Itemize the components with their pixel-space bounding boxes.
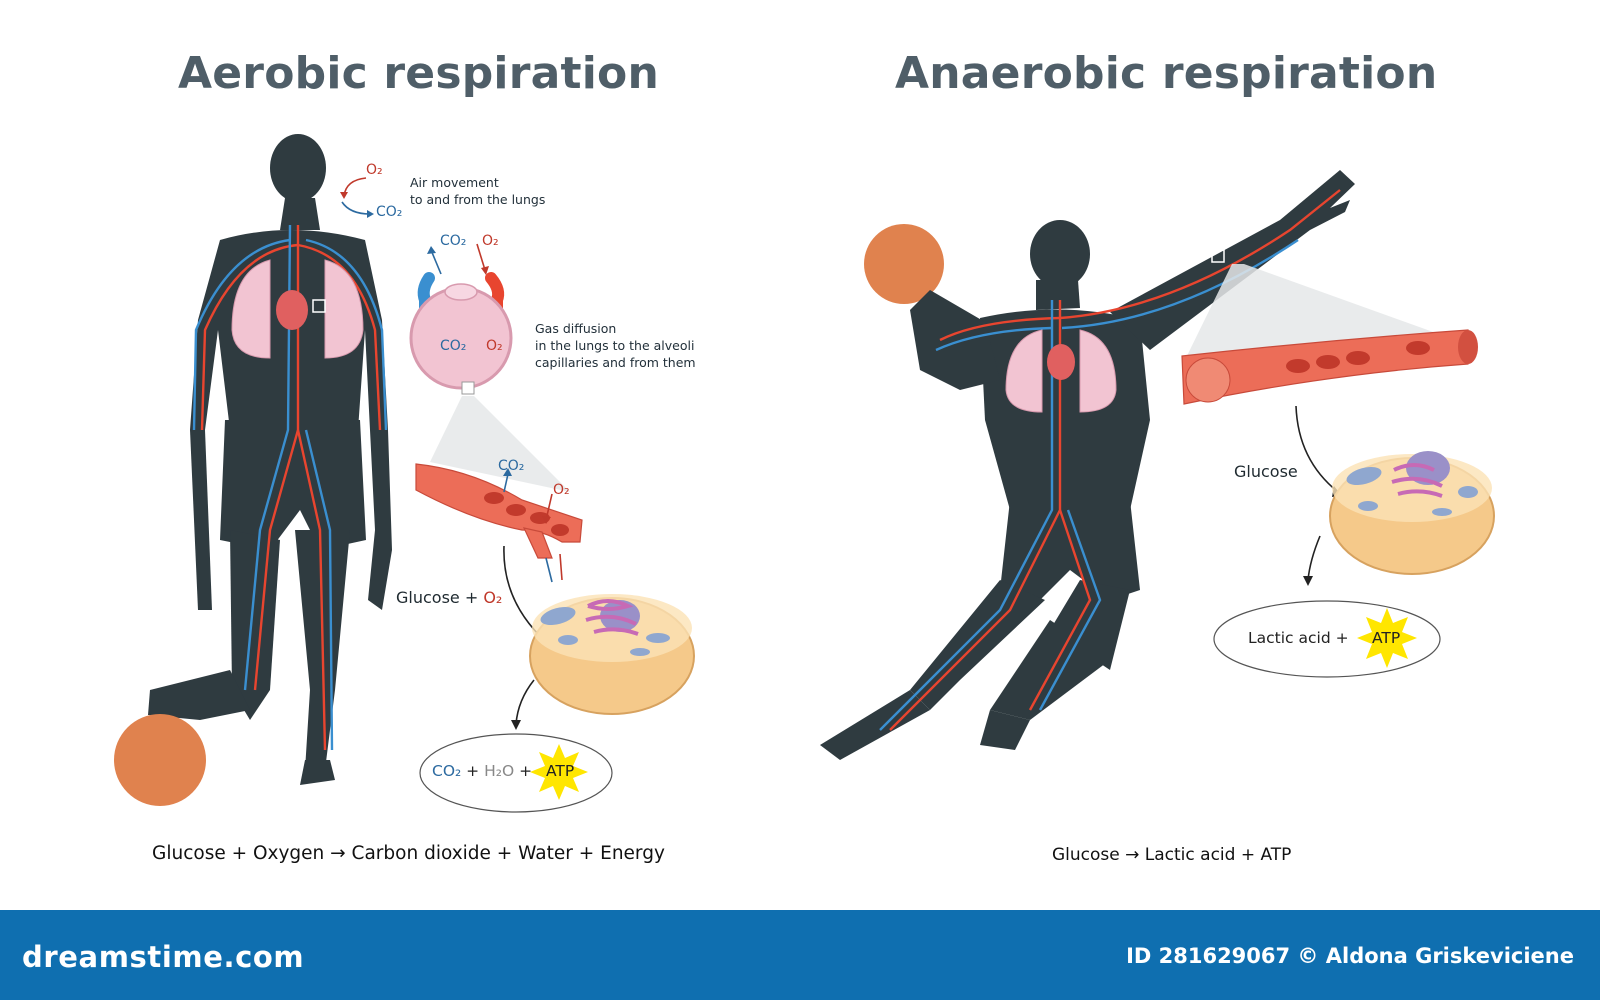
alveolus-icon [409,243,513,395]
blood-vessel-icon-2 [1181,329,1478,405]
anaerobic-lactic-label: Lactic acid + [1248,629,1349,647]
aerobic-products-text: CO₂ + H₂O + [432,762,533,780]
alveolus-inner-o2: O₂ [486,338,503,354]
air-o2-label: O₂ [366,162,383,178]
zoom-cone [430,396,570,492]
gas-diffusion-label: Gas diffusion in the lungs to the alveol… [535,321,696,370]
basketball-icon [114,714,206,806]
aerobic-title: Aerobic respiration [178,48,659,99]
glucose-o2-label: Glucose + O₂ [396,588,503,607]
cell-icon-2 [1329,451,1495,575]
basketball-icon-2 [864,224,944,304]
atp-burst-icon [530,744,588,800]
blood-vessel-icon [415,463,583,583]
atp-burst-icon-2 [1357,608,1417,668]
alveolus-top-o2: O₂ [482,233,499,249]
anaerobic-glucose-label: Glucose [1234,462,1298,481]
jumping-player-silhouette [820,170,1355,760]
lungs-icon [231,259,364,359]
air-arrows-icon [340,177,374,218]
footer-brand[interactable]: dreamstime.com [22,940,305,974]
cell-icon [529,594,695,715]
aerobic-atp-label: ATP [546,762,575,780]
anaerobic-title: Anaerobic respiration [895,48,1438,99]
capillary-o2: O₂ [553,482,570,498]
capillary-co2: CO₂ [498,458,525,474]
footer-bar: dreamstime.com ID 281629067 © Aldona Gri… [0,910,1600,1000]
anaerobic-atp-label: ATP [1372,629,1401,647]
anaerobic-equation: Glucose → Lactic acid + ATP [1052,845,1292,865]
air-co2-label: CO₂ [376,204,403,220]
alveolus-top-co2: CO₂ [440,233,467,249]
air-movement-label: Air movement to and from the lungs [410,175,546,207]
lungs-icon-2 [1005,329,1117,413]
aerobic-equation: Glucose + Oxygen → Carbon dioxide + Wate… [152,843,665,864]
anaerobic-products-ellipse [1213,600,1441,678]
alveolus-inner-co2: CO₂ [440,338,467,354]
aerobic-products-ellipse [419,733,613,813]
standing-player-silhouette [148,134,392,785]
footer-image-id: ID 281629067 © Aldona Griskeviciene [1126,944,1574,968]
